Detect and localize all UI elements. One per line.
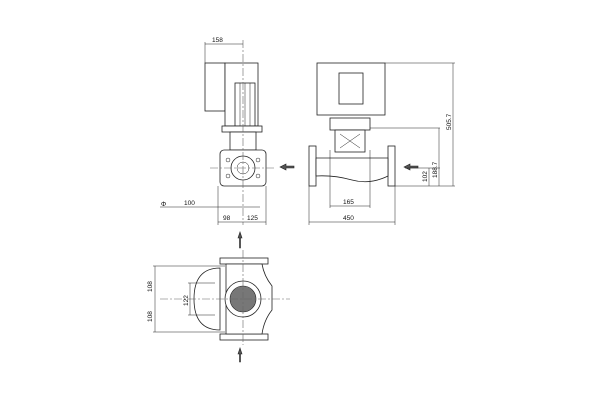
dim-108-upper: 108 bbox=[147, 281, 154, 292]
dim-122: 122 bbox=[183, 295, 190, 306]
dim-100: 100 bbox=[184, 200, 195, 207]
dim-505-7: 505.7 bbox=[446, 113, 453, 130]
flow-arrow-top-icon bbox=[237, 231, 243, 249]
flow-arrow-bottom-icon bbox=[237, 347, 243, 363]
dim-98: 98 bbox=[223, 215, 231, 222]
motor-terminal-box bbox=[204, 62, 226, 112]
diameter-symbol: Φ bbox=[161, 201, 166, 208]
flange-right bbox=[387, 145, 396, 187]
outlet-arrow-icon bbox=[279, 163, 295, 171]
inlet-arrow-icon bbox=[403, 163, 419, 171]
dim-158: 158 bbox=[212, 37, 223, 44]
pipe-body bbox=[315, 157, 389, 183]
plan-view bbox=[160, 231, 290, 363]
flange-left bbox=[308, 145, 317, 187]
dim-102: 102 bbox=[422, 171, 429, 182]
dim-125: 125 bbox=[247, 215, 258, 222]
side-view bbox=[204, 40, 275, 225]
dim-450: 450 bbox=[343, 215, 354, 222]
display-window bbox=[338, 72, 364, 105]
dim-188-7: 188.7 bbox=[432, 161, 439, 178]
dim-165: 165 bbox=[343, 199, 354, 206]
dim-108-lower: 108 bbox=[147, 311, 154, 322]
front-view bbox=[279, 62, 419, 187]
